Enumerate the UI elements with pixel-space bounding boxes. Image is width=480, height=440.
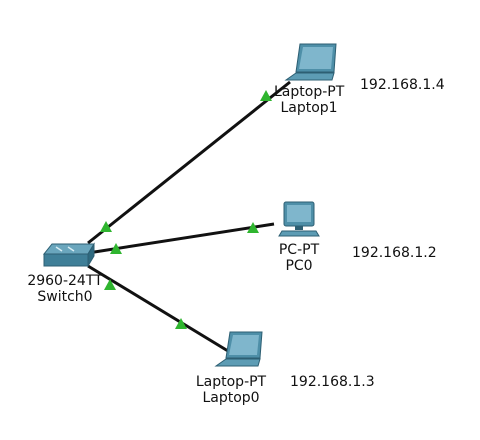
link-status-up-icon <box>260 90 272 101</box>
laptop1-model: Laptop-PT <box>274 84 345 100</box>
laptop0-label: Laptop-PT Laptop0 <box>193 374 269 406</box>
link-status-up-icon <box>247 222 259 233</box>
pc0-ip: 192.168.1.2 <box>352 245 437 261</box>
pc0-name: PC0 <box>285 258 313 274</box>
link-switch0-laptop1[interactable] <box>87 80 291 245</box>
switch0-model: 2960-24TT <box>27 273 103 289</box>
laptop1-name: Laptop1 <box>280 100 338 116</box>
switch0-name: Switch0 <box>37 289 93 305</box>
laptop0-name: Laptop0 <box>202 390 260 406</box>
pc0-model: PC-PT <box>278 242 320 258</box>
laptop0-ip: 192.168.1.3 <box>290 374 375 390</box>
switch-icon[interactable] <box>42 242 95 268</box>
link-switch0-laptop0[interactable] <box>87 264 229 353</box>
laptop-icon[interactable] <box>284 43 337 81</box>
laptop1-label: Laptop-PT Laptop1 <box>274 84 344 116</box>
desktop-pc-icon[interactable] <box>278 201 320 237</box>
laptop1-ip: 192.168.1.4 <box>360 77 445 93</box>
link-switch0-pc0[interactable] <box>87 222 275 255</box>
link-status-up-icon <box>110 243 122 254</box>
laptop-icon[interactable] <box>214 331 263 367</box>
link-status-up-icon <box>100 221 112 232</box>
link-status-up-icon <box>104 279 116 290</box>
laptop0-model: Laptop-PT <box>195 374 267 390</box>
switch0-label: 2960-24TT Switch0 <box>24 273 106 305</box>
pc0-label: PC-PT PC0 <box>266 242 332 274</box>
link-status-up-icon <box>175 318 187 329</box>
